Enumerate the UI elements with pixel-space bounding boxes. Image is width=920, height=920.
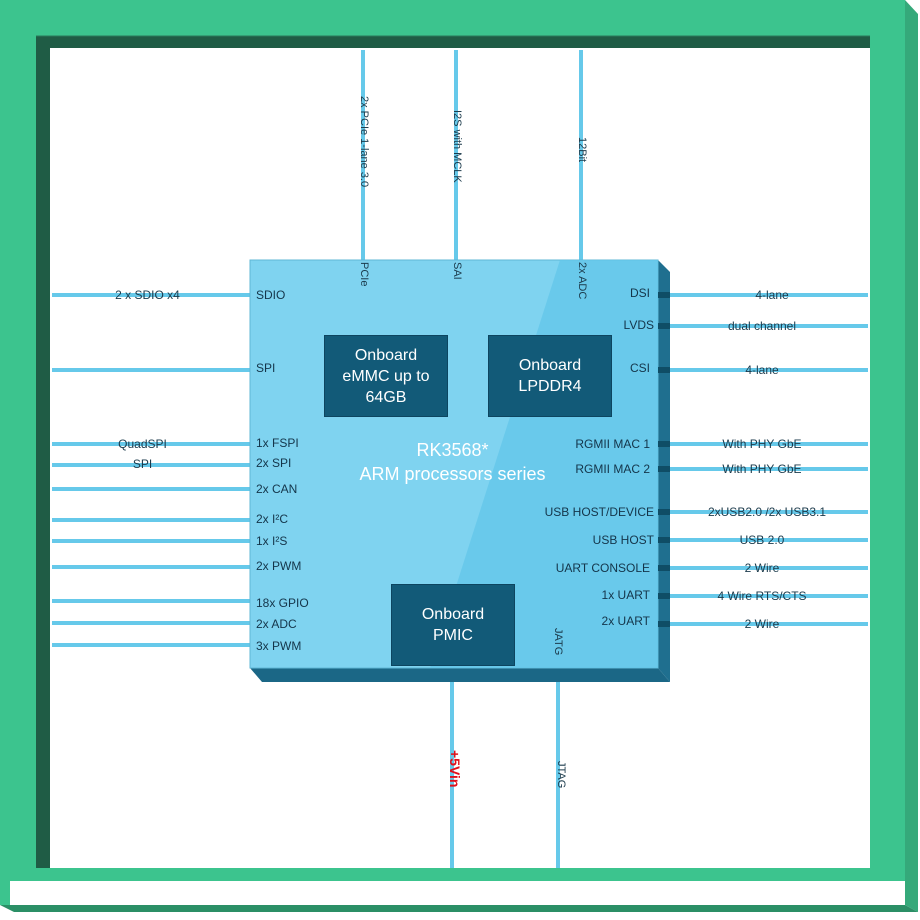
emmc-block: Onboard eMMC up to 64GB: [324, 335, 448, 417]
sai-pin: SAI: [451, 262, 463, 280]
pmic-block: Onboard PMIC: [391, 584, 515, 666]
left-pin-gpio: 18x GPIO: [256, 596, 309, 610]
left-pin-spi: SPI: [256, 361, 276, 375]
right-pin-usb-host: USB HOST: [592, 533, 654, 547]
chip-title: RK3568*: [416, 440, 489, 460]
right-pin-csi: CSI: [629, 361, 650, 375]
chip-subtitle: ARM processors series: [359, 464, 546, 484]
left-pin-fspi: 1x FSPI: [256, 436, 299, 450]
right-label-csi: 4-lane: [745, 363, 779, 377]
left-label-spi: SPI: [132, 457, 153, 471]
right-label-rgmii-2: With PHY GbE: [722, 462, 802, 476]
right-pin-dsi: DSI: [629, 286, 650, 300]
left-pin-sdio: SDIO: [256, 288, 286, 302]
right-label-lvds: dual channel: [727, 319, 797, 333]
right-pin-rgmii-1: RGMII MAC 1: [575, 437, 650, 451]
right-label-rgmii-1: With PHY GbE: [722, 437, 802, 451]
left-pin-3x-pwm: 3x PWM: [256, 639, 302, 653]
right-label-1x-uart: 4 Wire RTS/CTS: [717, 589, 807, 603]
right-label-dsi: 4-lane: [755, 288, 789, 302]
left-pin-adc: 2x ADC: [256, 617, 297, 631]
left-pin-pwm: 2x PWM: [256, 559, 302, 573]
right-label-usb-host-device: 2xUSB2.0 /2x USB3.1: [707, 505, 827, 519]
jtag-label: JTAG: [555, 761, 567, 789]
left-label-quadspi: QuadSPI: [118, 437, 167, 451]
right-pin-usb-host-device: USB HOST/DEVICE: [544, 505, 654, 519]
emmc-label: Onboard eMMC up to 64GB: [342, 346, 430, 406]
pcie-pin: PCIe: [358, 262, 370, 287]
left-pin-i2s: 1x I²S: [256, 534, 288, 548]
right-label-2x-uart: 2 Wire: [744, 617, 780, 631]
lpddr4-label: Onboard LPDDR4: [518, 357, 582, 395]
right-label-uart-console: 2 Wire: [744, 561, 780, 575]
right-pin-rgmii-2: RGMII MAC 2: [575, 462, 650, 476]
right-label-usb-host: USB 2.0: [739, 533, 785, 547]
pcie-label: 2x PCIe 1-lane 3.0: [358, 96, 370, 188]
right-pin-2x-uart: 2x UART: [601, 614, 650, 628]
power-input-label: +5Vin: [447, 750, 463, 788]
left-pin-i2c: 2x I²C: [256, 512, 289, 526]
left-pin-2x-spi: 2x SPI: [256, 456, 292, 470]
adc-pin: 2x ADC: [576, 262, 588, 300]
lpddr4-block: Onboard LPDDR4: [488, 335, 612, 417]
left-pin-can: 2x CAN: [256, 482, 298, 496]
left-label-sdio: 2 x SDIO x4: [115, 288, 180, 302]
sai-label: I2S with MCLK: [451, 110, 463, 183]
pmic-label: Onboard PMIC: [421, 606, 485, 644]
jtag-pin: JATG: [552, 628, 564, 656]
right-pin-lvds: LVDS: [623, 318, 654, 332]
right-pin-1x-uart: 1x UART: [601, 588, 650, 602]
right-pin-uart-console: UART CONSOLE: [555, 561, 650, 575]
adc-label: 12Bit: [576, 137, 588, 163]
